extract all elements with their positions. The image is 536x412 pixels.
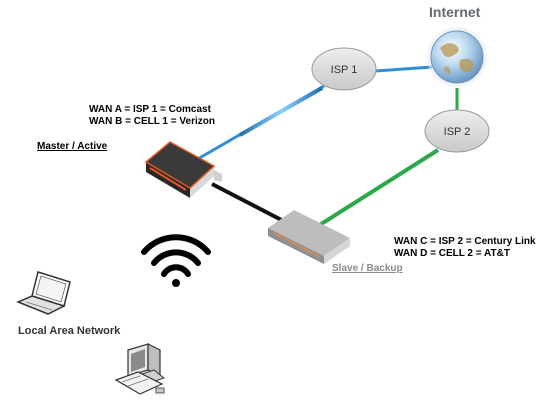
master-active-label: Master / Active [37,141,108,152]
laptop-icon [16,271,71,315]
wifi-icon [141,234,211,287]
isp2-label: ISP 2 [444,126,471,138]
lan-label: Local Area Network [18,325,121,337]
link-isp1-internet [374,65,433,73]
wan-info-slave: WAN C = ISP 2 = Century Link WAN D = CEL… [394,236,536,260]
wan-info-master: WAN A = ISP 1 = Comcast WAN B = CELL 1 =… [89,104,215,128]
link-master-isp1-highlight [239,86,323,137]
isp1-node: ISP 1 [311,47,377,91]
globe-icon [427,27,487,87]
desktop-computer-icon [114,343,166,395]
link-slave-isp2 [316,148,440,228]
router-icon [144,141,222,198]
internet-label: Internet [429,4,481,20]
network-diagram: ISP 1 ISP 2 [16,4,536,395]
slave-backup-label: Slave / Backup [332,263,403,274]
wan-b-line: WAN B = CELL 1 = Verizon [89,116,215,127]
link-master-slave [211,182,294,228]
isp1-label: ISP 1 [331,64,358,76]
router-icon [268,210,350,264]
isp2-node: ISP 2 [424,109,490,153]
diagram-graphics: ISP 1 ISP 2 [16,27,490,395]
wan-c-line: WAN C = ISP 2 = Century Link [394,236,536,247]
wan-d-line: WAN D = CELL 2 = AT&T [394,248,510,259]
wan-a-line: WAN A = ISP 1 = Comcast [89,104,211,115]
